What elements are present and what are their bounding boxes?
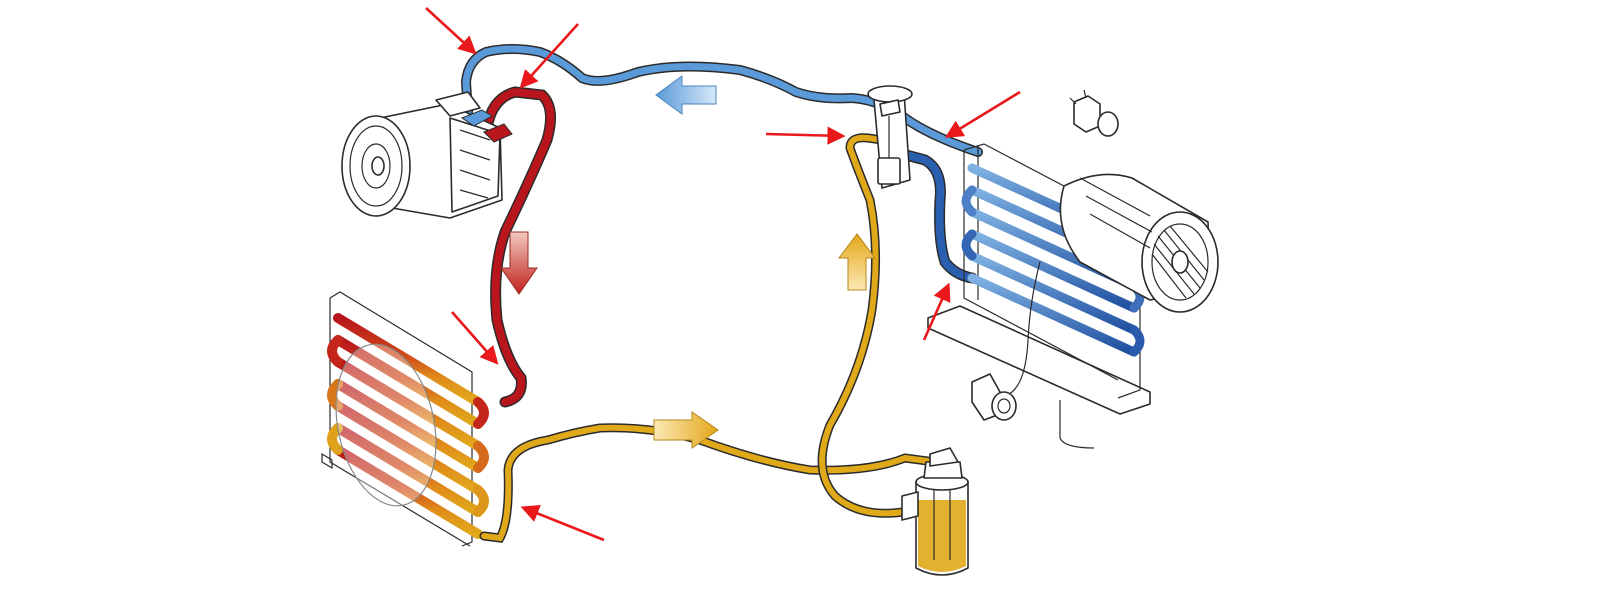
condenser-coils — [333, 313, 483, 539]
callout-arrow-expansion-valve-inlet — [765, 126, 846, 145]
flow-arrow-down-red — [500, 231, 538, 295]
expansion-valve — [867, 85, 913, 189]
callout-arrow-high-pressure-port — [519, 23, 579, 89]
flow-arrow-right-yellow — [653, 411, 719, 449]
condenser — [321, 291, 489, 547]
callout-arrow-low-pressure-port — [425, 7, 477, 55]
callout-arrows — [425, 7, 1021, 542]
flow-arrow-up-yellow — [838, 233, 876, 291]
callout-arrow-condenser-inlet — [451, 311, 499, 365]
callout-arrow-condenser-outlet — [520, 504, 605, 542]
flow-arrow-left-blue — [655, 75, 717, 115]
pressure-switch — [1069, 89, 1119, 137]
compressor — [341, 91, 513, 219]
flow-arrows — [500, 75, 876, 449]
blower-fan — [1059, 173, 1219, 313]
condenser-fan — [335, 343, 437, 507]
liquid-line-to-expansion-valve — [817, 133, 908, 518]
receiver-drier — [901, 447, 969, 576]
callout-arrow-evaporator-inlet — [922, 282, 951, 341]
temperature-sensor — [971, 373, 1017, 421]
callout-arrow-evaporator-outlet — [944, 90, 1021, 138]
